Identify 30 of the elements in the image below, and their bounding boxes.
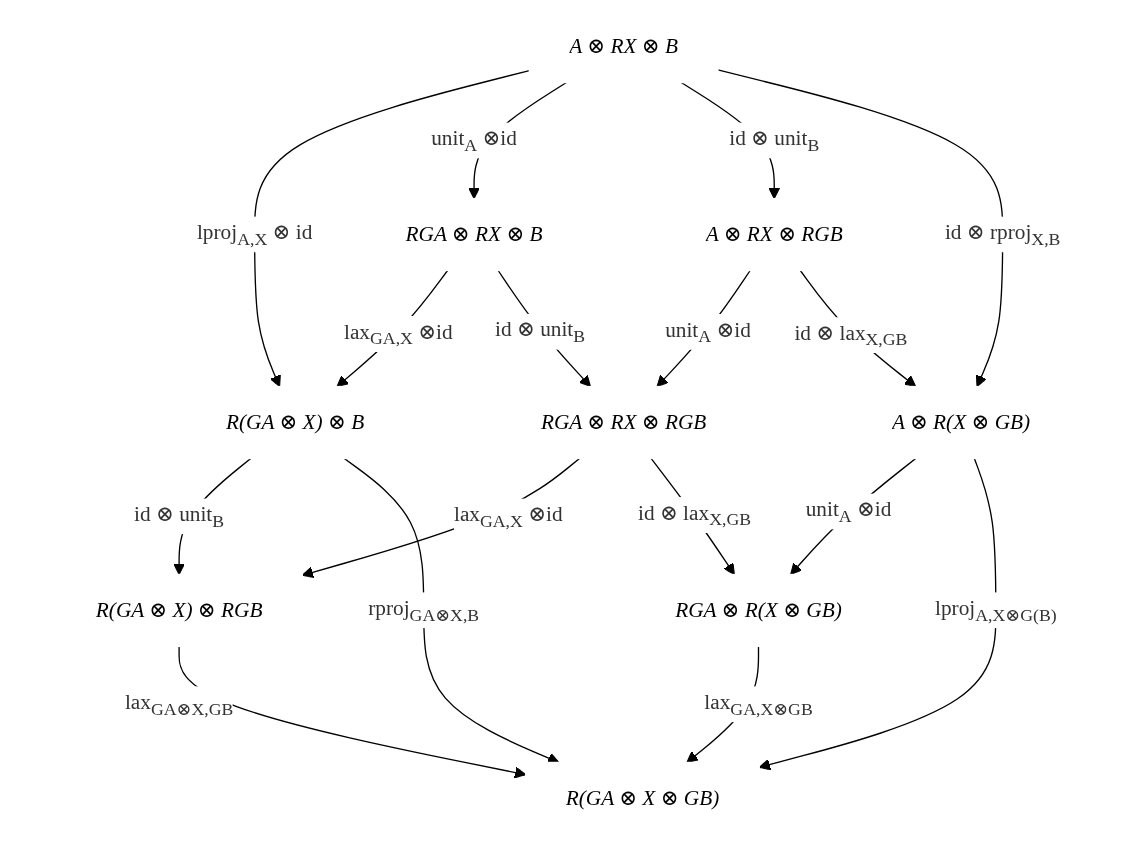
edge-label: rproj$_{GA⊗X,B}$ — [368, 596, 480, 625]
edge-label: id ⊗ unit$_{B}$ — [134, 502, 225, 531]
edge-label: unit$_{A}$ ⊗id — [665, 317, 751, 347]
node-text: R(GA ⊗ X) ⊗ RGB — [95, 598, 263, 622]
arrow — [301, 457, 581, 578]
edge-label: id ⊗ lax$_{X,GB}$ — [638, 501, 752, 530]
node-text: R(GA ⊗ X) ⊗ B — [225, 410, 365, 434]
edge-label: lproj$_{A,X⊗G(B)}$ — [935, 596, 1057, 625]
arrow — [758, 457, 997, 771]
edge-label: unit$_{A}$ ⊗id — [431, 126, 517, 155]
edge-label: lax$_{GA,X⊗GB}$ — [704, 690, 813, 719]
edge-label: id ⊗ rproj$_{X,B}$ — [944, 220, 1061, 249]
node-text: A ⊗ RX ⊗ B — [569, 34, 678, 58]
edge-label: id ⊗ unit$_{B}$ — [729, 126, 820, 155]
edge-label: lax$_{GA⊗X,GB}$ — [124, 690, 234, 719]
arrow — [790, 457, 917, 576]
node-text: RGA ⊗ R(X ⊗ GB) — [675, 598, 842, 622]
node-text: RGA ⊗ RX ⊗ RGB — [540, 410, 707, 434]
edge-label: lproj$_{A,X}$ ⊗ id — [196, 220, 313, 249]
edge-label: lax$_{GA,X}$ ⊗id — [453, 502, 563, 531]
edge-label: id ⊗ lax$_{X,GB}$ — [794, 321, 908, 350]
node-text: RGA ⊗ RX ⊗ B — [405, 222, 543, 246]
node-text: R(GA ⊗ X ⊗ GB) — [565, 786, 720, 810]
node-text: A ⊗ RX ⊗ RGB — [705, 222, 843, 246]
edge-label: unit$_{A}$ ⊗id — [805, 497, 892, 526]
edge-label: lax$_{GA,X}$ ⊗id — [343, 320, 453, 349]
node-text: A ⊗ R(X ⊗ GB) — [891, 410, 1031, 434]
arrow — [343, 457, 560, 764]
edge-label: id ⊗ unit$_{B}$ — [495, 317, 586, 346]
arrow — [656, 269, 751, 388]
